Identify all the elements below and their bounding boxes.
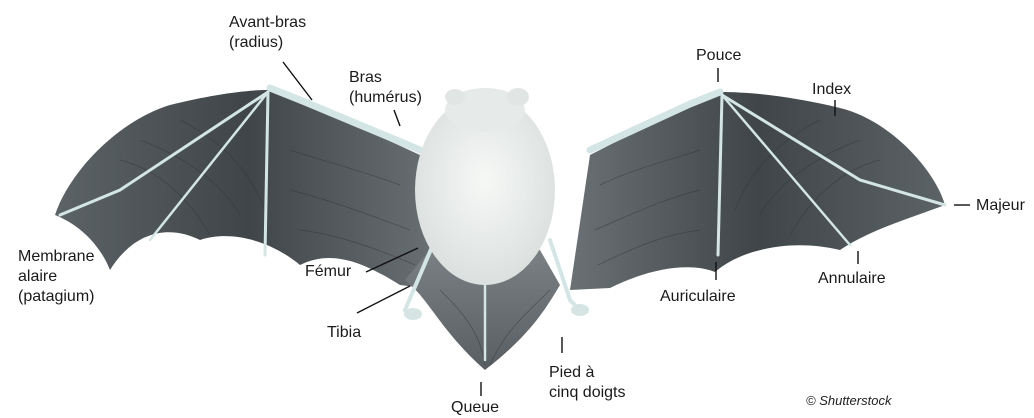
left-foot — [404, 308, 422, 320]
image-credit: © Shutterstock — [806, 393, 891, 408]
label-annulaire: Annulaire — [818, 269, 886, 289]
leader-bras — [394, 110, 400, 126]
leader-tibia — [357, 286, 410, 313]
left-wing-membrane — [55, 90, 440, 290]
label-pouce: Pouce — [696, 46, 741, 66]
label-tibia: Tibia — [327, 323, 361, 343]
right-ear — [507, 88, 529, 106]
label-pied: Pied à cinq doigts — [549, 363, 626, 403]
label-majeur: Majeur — [976, 196, 1025, 216]
label-avant-bras: Avant-bras (radius) — [229, 13, 306, 53]
label-index: Index — [812, 80, 851, 100]
label-femur: Fémur — [305, 262, 351, 282]
label-auriculaire: Auriculaire — [660, 287, 736, 307]
right-wing-membrane — [570, 92, 945, 290]
label-membrane-alaire: Membrane alaire (patagium) — [18, 247, 94, 307]
label-bras: Bras (humérus) — [349, 68, 422, 108]
right-foot — [571, 304, 589, 316]
left-ear — [445, 89, 465, 105]
label-queue: Queue — [451, 398, 499, 418]
